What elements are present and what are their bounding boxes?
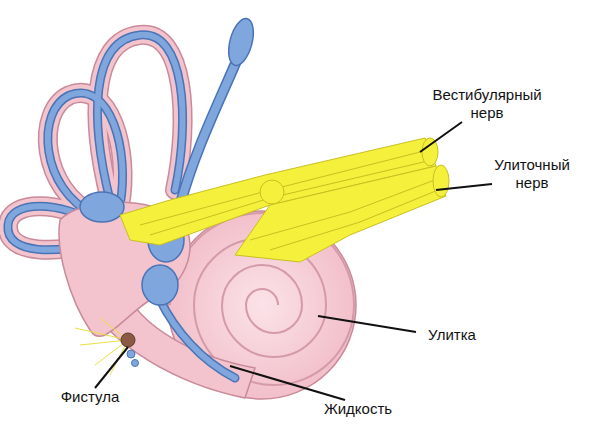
- nerve-label: Улиточный нерв: [486, 156, 578, 192]
- nerve-label: Вестибулярный нерв: [428, 86, 546, 122]
- fistula-rays: [75, 318, 128, 375]
- cochlear-duct-inner: [160, 300, 235, 378]
- cochlear-nerve-bundle: [235, 166, 446, 262]
- part-label: Улитка: [412, 326, 492, 344]
- part-label: Жидкость: [310, 400, 406, 418]
- fluid-drop: [132, 360, 139, 367]
- part-label: Фистула: [50, 388, 130, 406]
- cochlear-duct: [160, 300, 235, 378]
- saccule: [142, 265, 178, 305]
- nerve-node: [260, 180, 284, 204]
- nerve-fibers: [140, 150, 443, 250]
- endolymphatic-sac: [224, 16, 258, 68]
- fistula-hole: [121, 333, 135, 347]
- nerve-cut-end: [422, 138, 438, 166]
- utricle: [80, 192, 124, 222]
- leader-lines: [95, 122, 492, 400]
- fluid-drop: [127, 350, 135, 358]
- endolymphatic-duct-inner: [180, 62, 236, 205]
- endolymphatic-duct: [180, 62, 236, 205]
- nerve-cut-end: [433, 165, 449, 197]
